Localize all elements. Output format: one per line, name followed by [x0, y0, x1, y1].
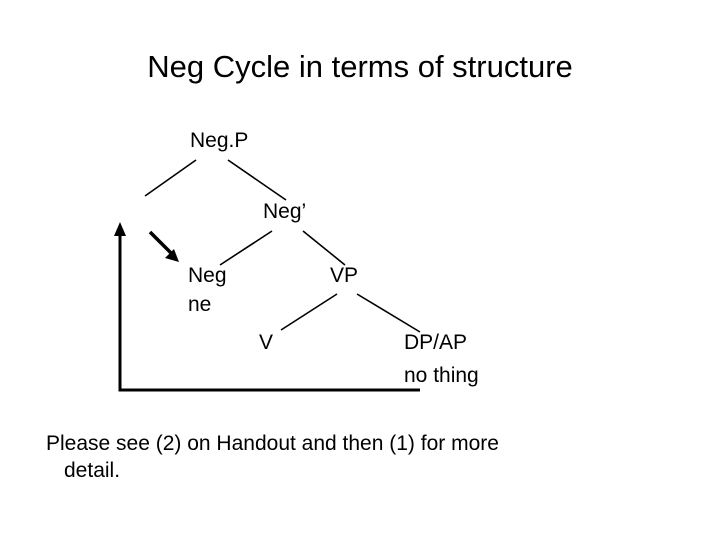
cycle-path-arrowhead-icon [114, 222, 126, 236]
tree-node-dpap: DP/AP [404, 331, 468, 354]
movement-arrow-head-icon [165, 249, 179, 262]
caption-text: Please see (2) on Handout and then (1) f… [46, 430, 686, 484]
tree-node-negbar: Neg’ [263, 200, 307, 223]
tree-node-v: V [259, 331, 274, 354]
branch-negp-negbar [227, 159, 287, 201]
branch-negbar-vp [302, 230, 346, 266]
tree-node-negp: Neg.P [190, 129, 249, 152]
cycle-path [118, 228, 420, 392]
caption-line-1: Please see (2) on Handout and then (1) f… [46, 432, 499, 455]
tree-node-nothing: no thing [404, 364, 479, 387]
tree-node-vp: VP [330, 264, 359, 287]
caption-line-2: detail. [64, 459, 121, 482]
movement-arrow-line [148, 230, 176, 258]
tree-node-ne: ne [188, 293, 212, 316]
tree-node-neg: Neg [188, 264, 227, 287]
branch-vp-dpap [356, 293, 421, 333]
page-title: Neg Cycle in terms of structure [147, 49, 573, 84]
branch-negp-left [144, 159, 197, 197]
branch-vp-v [280, 293, 338, 331]
branch-negbar-neg [219, 230, 273, 266]
